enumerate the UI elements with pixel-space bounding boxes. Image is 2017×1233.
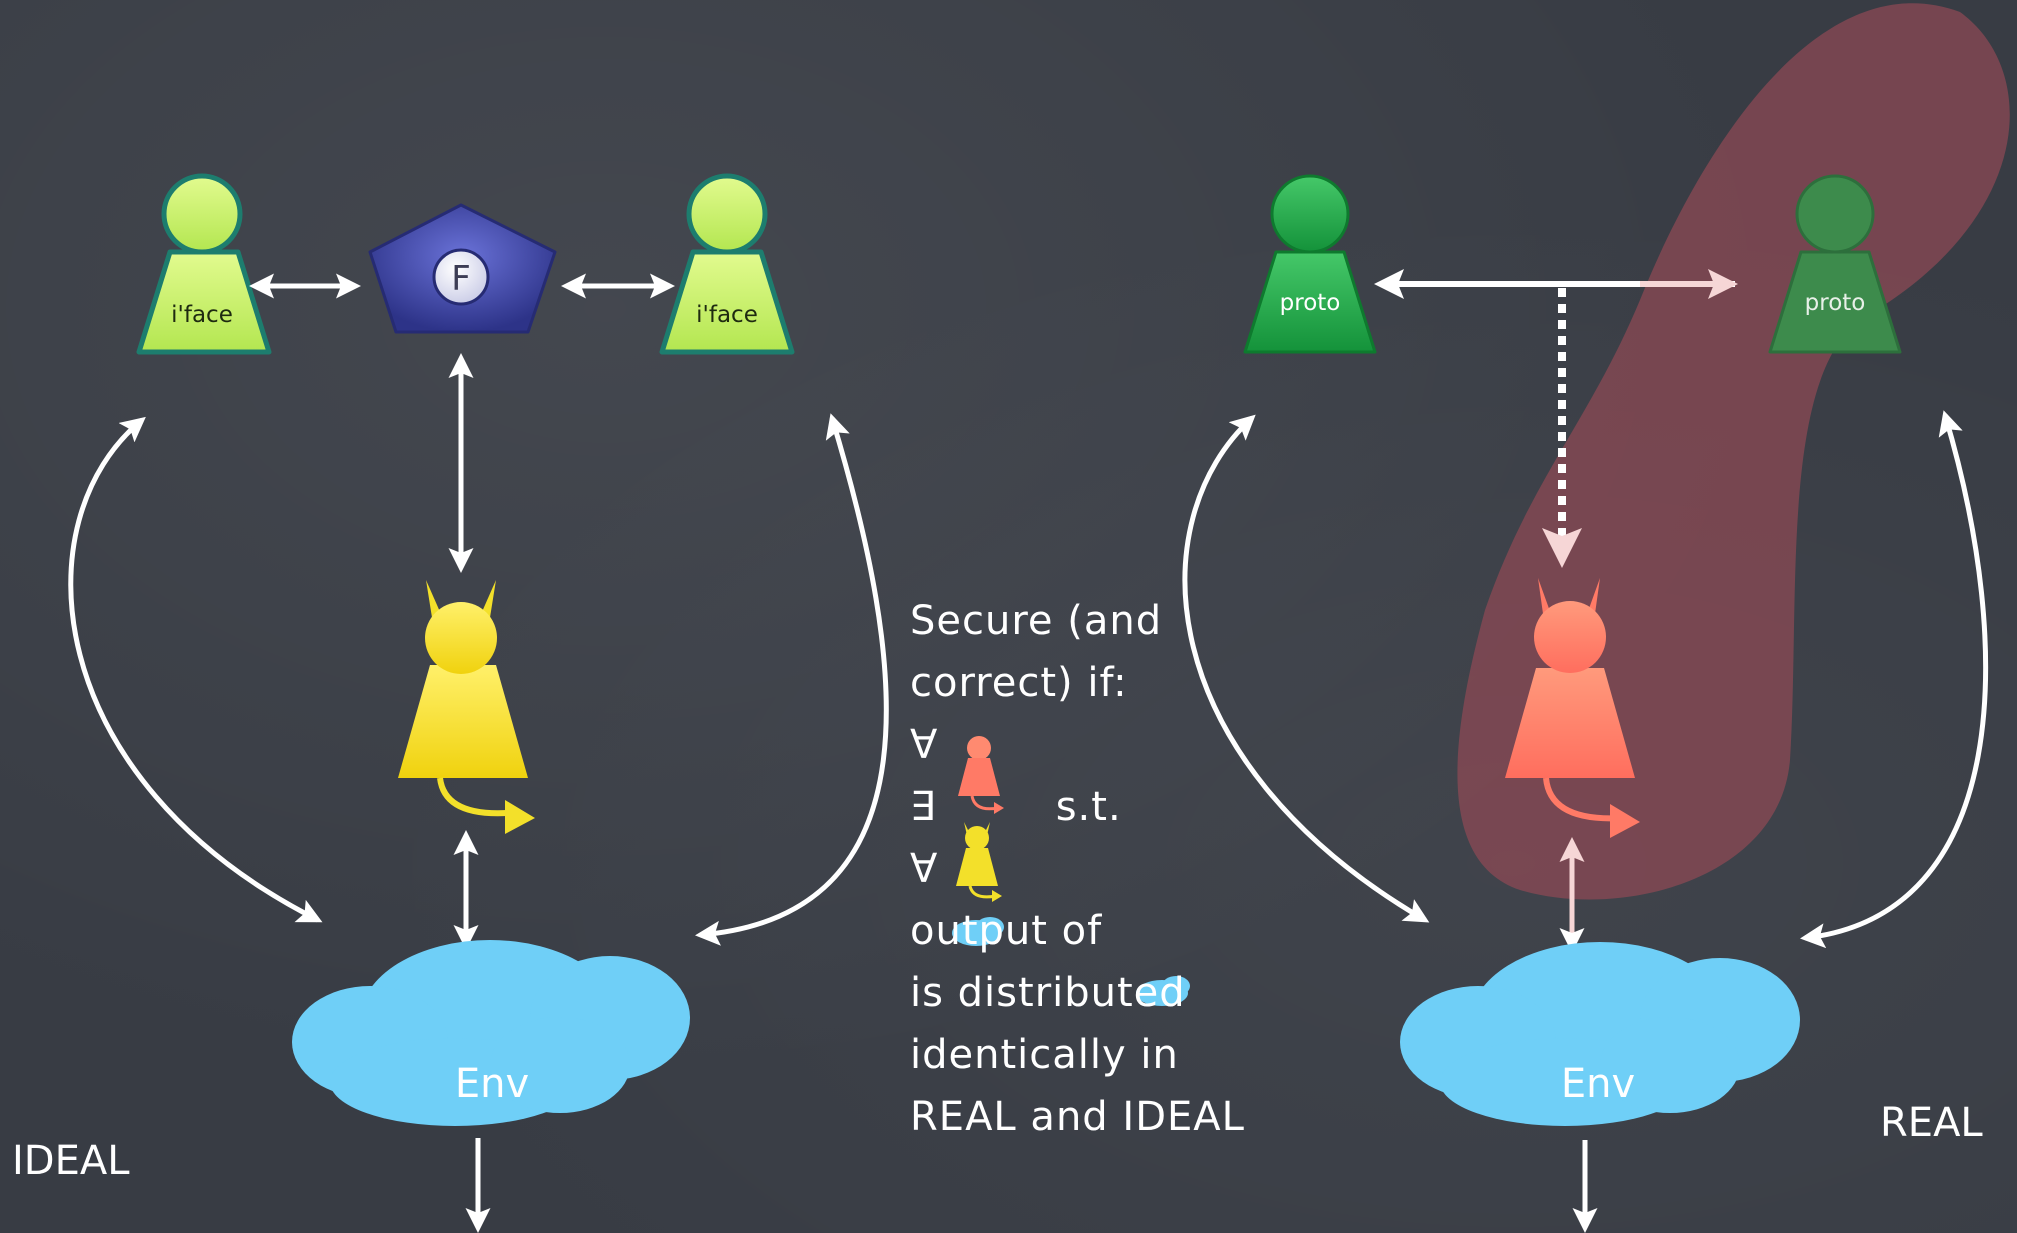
definition-forall-adversary-row: ∀: [910, 714, 1245, 776]
output-of-env-small-cloud-icon: [1136, 976, 1190, 1006]
ideal-functionality-icon: F: [368, 203, 557, 334]
forall-env-symbol: ∀: [910, 846, 939, 892]
ideal-left-party-label: i'face: [171, 302, 233, 328]
ideal-adversary-icon: [398, 580, 535, 834]
definition-real-and-ideal-line: REAL and IDEAL: [910, 1094, 1245, 1140]
forall-env-small-cloud-icon: [952, 917, 1004, 946]
real-left-party-env-curve-arrow: [1182, 414, 1430, 923]
definition-identically-line: identically in: [910, 1032, 1179, 1078]
definition-exists-simulator-row: ∃ s.t.: [910, 776, 1245, 838]
exists-symbol: ∃: [910, 784, 937, 830]
security-definition-text: Secure (and correct) if: ∀ ∃ s.t. ∀ outp…: [910, 590, 1245, 1148]
real-right-party-env-curve-arrow: [1800, 410, 1989, 949]
such-that-label: s.t.: [1055, 784, 1122, 830]
functionality-label: F: [451, 259, 471, 299]
definition-forall-env-row: ∀: [910, 838, 1245, 900]
exists-simulator-small-icon: [956, 822, 1002, 902]
definition-distributed-line: is distributed: [910, 970, 1186, 1016]
real-env-label: Env: [1561, 1061, 1635, 1107]
ideal-left-party-icon: i'face: [136, 173, 272, 355]
ideal-right-party-env-curve-arrow: [695, 413, 889, 946]
ideal-world-label: IDEAL: [12, 1138, 130, 1184]
real-adversary-icon: [1505, 578, 1640, 838]
ideal-env-label: Env: [455, 1061, 529, 1107]
forall-symbol: ∀: [910, 722, 939, 768]
definition-line-1: Secure (and: [910, 598, 1163, 644]
ideal-right-party-label: i'face: [696, 302, 758, 328]
forall-adversary-small-icon: [958, 736, 1004, 814]
definition-line-2: correct) if:: [910, 660, 1128, 706]
real-left-party-label: proto: [1280, 290, 1341, 316]
real-right-party-label: proto: [1805, 290, 1866, 316]
ideal-left-party-env-curve-arrow: [68, 416, 323, 923]
real-world-label: REAL: [1880, 1100, 1983, 1146]
definition-output-of: output of: [910, 908, 1103, 954]
ideal-env-cloud: Env: [292, 940, 690, 1126]
real-left-party-icon: proto: [1243, 174, 1377, 354]
real-env-cloud: Env: [1400, 942, 1800, 1126]
ideal-right-party-icon: i'face: [659, 173, 795, 355]
real-right-party-icon: proto: [1768, 174, 1902, 354]
